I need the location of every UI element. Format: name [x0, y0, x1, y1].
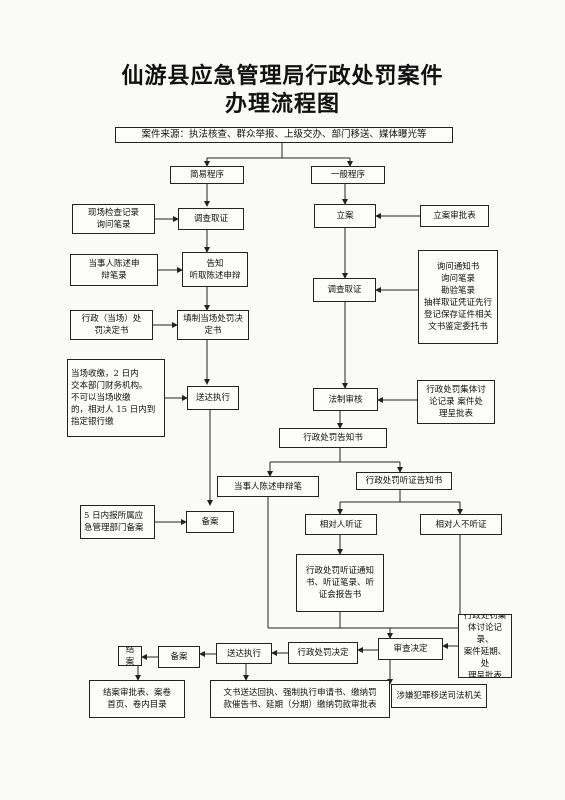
- notify-box: 告知 听取陈述申辩: [182, 252, 248, 287]
- investigation-docs-box: 询问通知书 询问笔录 勘验笔录 抽样取证凭证先行 登记保存证件相关 文书鉴定委托…: [418, 250, 498, 344]
- simple-investigate-box: 调查取证: [178, 208, 244, 230]
- page-title: 仙游县应急管理局行政处罚案件: [121, 63, 444, 89]
- hearing-notice-box: 行政处罚听证告知书: [356, 472, 452, 490]
- page-subtitle: 办理流程图: [224, 91, 340, 117]
- penalty-decision-box: 行政处罚决定: [288, 642, 358, 664]
- close-docs-box: 结案审批表、案卷 首页、卷内目录: [89, 680, 185, 718]
- penalty-notice-box: 行政处罚告知书: [279, 428, 387, 448]
- scene-record-box: 现场检查记录 询问笔录: [72, 204, 155, 234]
- statement-record-box: 当事人陈述申 辩笔录: [70, 254, 158, 286]
- filing-record-box: 备案: [186, 511, 234, 533]
- review-decision-box: 审查决定: [378, 638, 443, 660]
- simple-procedure-box: 简易程序: [170, 166, 244, 184]
- onsite-decision-box: 行政（当场）处 罚决定书: [70, 310, 153, 340]
- statement-defense-box: 当事人陈述申辩笔: [217, 476, 319, 497]
- no-hearing-box: 相对人不听证: [420, 514, 502, 535]
- filing-record2-box: 备案: [158, 646, 200, 668]
- general-procedure-box: 一般程序: [311, 166, 385, 184]
- transfer-box: 涉嫌犯罪移送司法机关: [391, 684, 487, 708]
- report-note-box: 5 日内报所属应 急管理部门备案: [80, 505, 155, 539]
- general-investigate-box: 调查取证: [313, 278, 376, 302]
- fill-decision-box: 填制当场处罚决 定书: [177, 310, 249, 340]
- legal-review-box: 法制审核: [313, 388, 378, 411]
- collective-docs2-box: 行政处罚集 体讨论记录、 案件延期、处 理呈批表: [458, 614, 512, 678]
- close-case-box: 结案: [118, 646, 142, 666]
- case-source-box: 案件来源：执法核查、群众举报、上级交办、部门移送、媒体曝光等: [115, 127, 453, 143]
- filing-box: 立案: [314, 204, 376, 228]
- payment-note-box: 当场收缴，2 日内 交本部门财务机构。 不可以当场收缴 的，相对人 15 日内到…: [67, 359, 165, 437]
- deliver-docs-box: 文书送达回执、强制执行申请书、缴纳罚 款催告书、延期（分期）缴纳罚款审批表: [210, 680, 390, 718]
- hearing-box: 相对人听证: [305, 514, 377, 535]
- collective-docs-box: 行政处罚集体讨 论记录 案件处 理呈批表: [417, 380, 495, 424]
- hearing-docs-box: 行政处罚听证通知 书、听证笔录、听 证会报告书: [296, 554, 384, 612]
- filing-form-box: 立案审批表: [420, 205, 489, 227]
- deliver-execute2-box: 送达执行: [216, 643, 272, 664]
- deliver-execute-box: 送达执行: [187, 386, 239, 410]
